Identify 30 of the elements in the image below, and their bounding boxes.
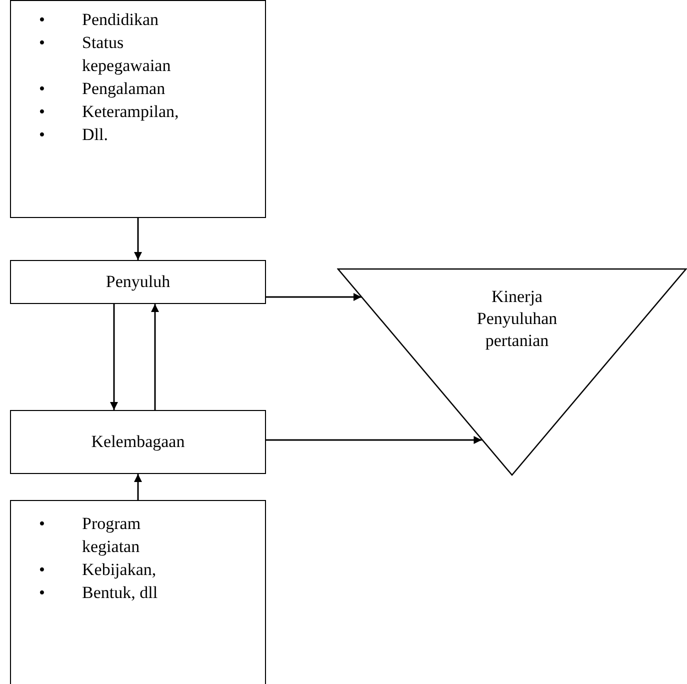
list-item: Keterampilan,: [82, 101, 179, 123]
list-item: Status kepegawaian: [82, 32, 172, 77]
bullet-mark: •: [39, 124, 45, 146]
list-item: Dll.: [82, 124, 108, 146]
bullet-mark: •: [39, 559, 45, 581]
arrow: [110, 304, 118, 410]
triangle-shape: [337, 268, 687, 476]
bullet-mark: •: [39, 9, 45, 31]
bullet-mark: •: [39, 513, 45, 535]
bullet-mark: •: [39, 101, 45, 123]
arrow: [134, 218, 142, 260]
list-item: Bentuk, dll: [82, 582, 158, 604]
triangle-label: Kinerja Penyuluhan pertanian: [476, 286, 558, 352]
process-box: [10, 260, 266, 304]
arrow: [266, 293, 362, 301]
box-label: Penyuluh: [106, 272, 170, 292]
list-item: Kebijakan,: [82, 559, 156, 581]
bullet-mark: •: [39, 78, 45, 100]
arrow: [151, 304, 159, 410]
arrow: [266, 436, 482, 444]
arrow: [134, 474, 142, 500]
bullet-mark: •: [39, 32, 45, 54]
box-label: Kelembagaan: [91, 432, 185, 452]
list-box: [10, 500, 266, 684]
list-item: Pengalaman: [82, 78, 166, 100]
list-box: [10, 0, 266, 218]
list-item: Program kegiatan: [82, 513, 142, 558]
list-item: Pendidikan: [82, 9, 158, 31]
bullet-mark: •: [39, 582, 45, 604]
process-box: [10, 410, 266, 474]
